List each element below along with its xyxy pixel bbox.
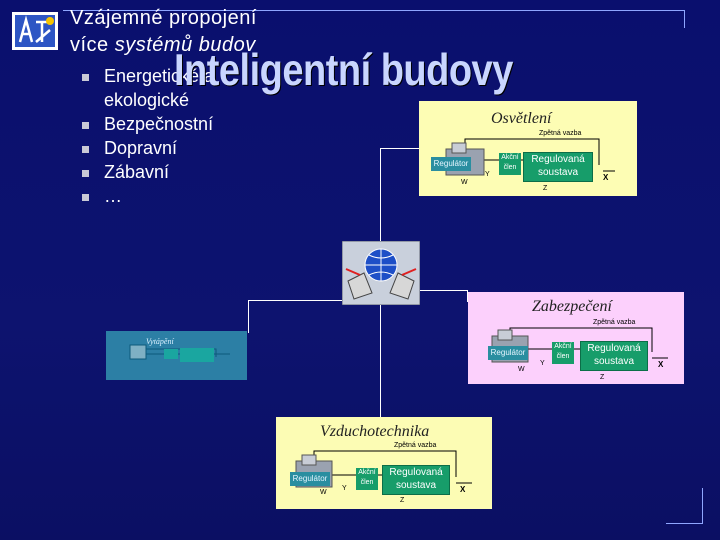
w-label: W: [320, 489, 327, 496]
z-label: Z: [400, 497, 405, 504]
slide-title-line-1: Vzájemné propojení: [70, 7, 257, 29]
x-label: X: [460, 485, 466, 494]
bullet-item: Dopravní: [80, 136, 214, 160]
bullet-text: Energetické a: [104, 66, 215, 86]
bullet-text: …: [104, 186, 122, 206]
bullet-square-icon: [82, 194, 89, 201]
connector-line: [248, 300, 249, 331]
security-panel: Zabezpečení Zpětná vazba Regulátor Akční…: [468, 292, 684, 384]
actuator-label-2: člen: [360, 479, 374, 486]
slide-title-prefix: více: [70, 34, 115, 56]
z-label: Z: [600, 374, 605, 381]
connector-line: [248, 300, 342, 301]
z-label: Z: [543, 185, 548, 192]
y-label: Y: [485, 171, 490, 178]
actuator-box: Akční člen: [499, 153, 521, 175]
y-label: Y: [342, 485, 347, 492]
bullet-text: Zábavní: [104, 162, 170, 182]
frame-line-top: [63, 10, 685, 11]
system-label-1: Regulovaná: [531, 154, 585, 165]
bullet-text-continuation: ekologické: [104, 90, 190, 110]
security-panel-title: Zabezpečení: [532, 298, 612, 315]
connector-line: [467, 290, 468, 302]
connector-line: [420, 290, 468, 291]
bullet-square-icon: [82, 146, 89, 153]
regulator-box: Regulátor: [488, 346, 528, 360]
frame-line-bottom: [666, 523, 703, 524]
system-label-2: soustava: [395, 480, 437, 491]
slide-title-italic: systémů budov: [114, 34, 256, 56]
slide-title-line-2: více systémů budov: [70, 34, 256, 57]
controlled-system-box: Regulovaná soustava: [382, 465, 450, 495]
feedback-label: Zpětná vazba: [539, 130, 582, 137]
actuator-box: Akční člen: [356, 468, 378, 490]
actuator-label-1: Akční: [358, 469, 376, 476]
system-label-1: Regulovaná: [587, 343, 641, 354]
regulator-box: Regulátor: [431, 157, 471, 171]
heating-panel-title: Vytápění: [146, 337, 174, 346]
w-label: W: [518, 366, 525, 373]
frame-line-right-top: [684, 10, 685, 28]
heating-panel: Vytápění: [106, 331, 247, 380]
bullet-text: Bezpečnostní: [104, 114, 214, 134]
bullet-item: Zábavní: [80, 160, 214, 184]
ventilation-panel-title: Vzduchotechnika: [320, 423, 430, 440]
bullet-item: …: [80, 184, 214, 208]
system-label-1: Regulovaná: [389, 467, 443, 478]
bullet-square-icon: [82, 74, 89, 81]
connector-line: [380, 148, 419, 149]
x-label: X: [658, 360, 664, 369]
y-label: Y: [540, 360, 545, 367]
bullet-list: Energetické a ekologické Bezpečnostní Dop…: [80, 64, 214, 208]
small-control-loop-diagram: [129, 344, 230, 362]
regulator-box: Regulátor: [290, 472, 330, 486]
controlled-system-box: Regulovaná soustava: [523, 152, 593, 182]
building-network-icon: [342, 241, 420, 305]
controlled-system-box: Regulovaná soustava: [580, 341, 648, 371]
actuator-box: Akční člen: [552, 342, 574, 364]
actuator-label-2: člen: [503, 164, 517, 171]
system-label-2: soustava: [537, 167, 579, 178]
frame-line-right-bottom: [702, 488, 703, 524]
university-logo-icon: [12, 12, 58, 50]
main-heading: Inteligentní budovy: [174, 46, 513, 96]
ventilation-panel: Vzduchotechnika Zpětná vazba Regulátor A…: [276, 417, 492, 509]
w-label: W: [461, 179, 468, 186]
bullet-item: Energetické a ekologické: [80, 64, 214, 112]
feedback-label: Zpětná vazba: [394, 442, 437, 449]
connector-line: [380, 305, 381, 417]
bullet-item: Bezpečnostní: [80, 112, 214, 136]
system-label-2: soustava: [593, 356, 635, 367]
actuator-label-1: Akční: [554, 343, 572, 350]
bullet-square-icon: [82, 170, 89, 177]
lighting-panel-title: Osvětlení: [491, 110, 552, 127]
connector-line: [380, 148, 381, 242]
bullet-square-icon: [82, 122, 89, 129]
actuator-label-1: Akční: [501, 154, 519, 161]
x-label: X: [603, 173, 609, 182]
lighting-panel: Osvětlení Zpětná vazba Regulátor Akční č…: [419, 101, 637, 196]
feedback-label: Zpětná vazba: [593, 319, 636, 326]
control-loop-diagram: [491, 327, 668, 363]
control-loop-diagram: [295, 450, 472, 488]
bullet-text: Dopravní: [104, 138, 178, 158]
connector-line: [248, 331, 249, 333]
actuator-label-2: člen: [556, 353, 570, 360]
